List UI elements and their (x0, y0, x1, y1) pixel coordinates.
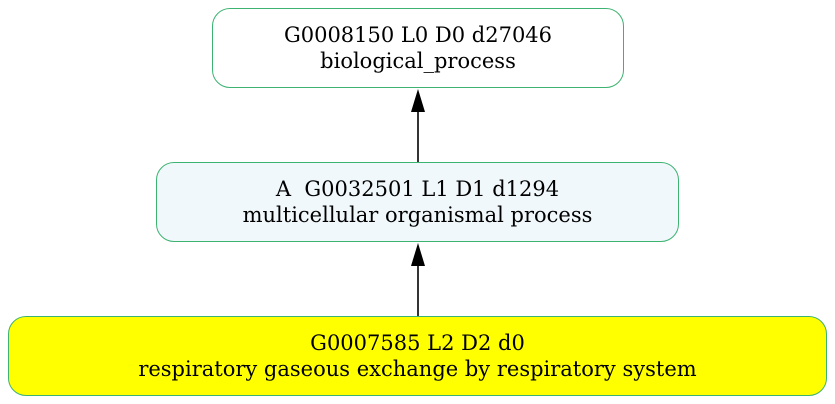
node-term-label: biological_process (320, 49, 516, 73)
node-biological-process[interactable]: G0008150 L0 D0 d27046 biological_process (212, 8, 624, 88)
node-term-label: multicellular organismal process (242, 203, 593, 227)
node-id-label: G0007585 L2 D2 d0 (310, 331, 525, 355)
node-id-label: A G0032501 L1 D1 d1294 (275, 177, 560, 201)
edge-mid-to-root (411, 89, 425, 162)
node-multicellular-organismal-process[interactable]: A G0032501 L1 D1 d1294 multicellular org… (156, 162, 679, 242)
node-id-label: G0008150 L0 D0 d27046 (283, 23, 553, 47)
node-term-label: respiratory gaseous exchange by respirat… (138, 357, 697, 381)
arrowhead-icon (411, 89, 425, 112)
arrowhead-icon (411, 243, 425, 266)
node-respiratory-gaseous-exchange[interactable]: G0007585 L2 D2 d0 respiratory gaseous ex… (8, 316, 827, 396)
edge-leaf-to-mid (411, 243, 425, 316)
